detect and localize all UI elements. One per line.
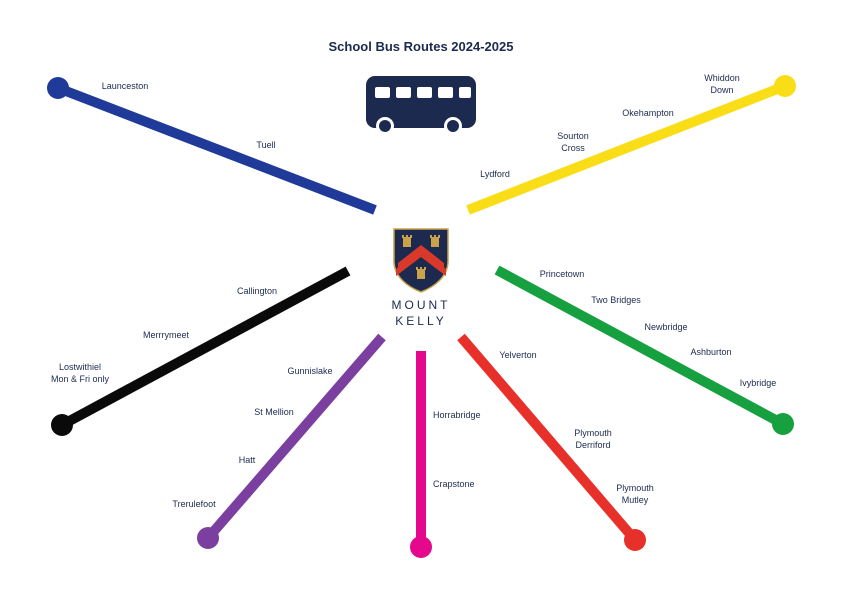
stop-label: Yelverton — [499, 350, 537, 360]
stop-label: Gunnislake — [287, 366, 333, 376]
route-lostwithiel — [51, 266, 351, 436]
route-line — [59, 266, 351, 430]
stop-label: Lostwithiel Mon & Fri only — [50, 362, 110, 384]
stop-label: Tuell — [256, 140, 276, 150]
route-crapstone — [410, 351, 432, 558]
route-terminus-dot — [51, 414, 73, 436]
route-terminus-dot — [774, 75, 796, 97]
stop-label: Whiddon Down — [704, 73, 740, 95]
route-line — [457, 333, 639, 544]
route-terminus-dot — [197, 527, 219, 549]
stop-label: Plymouth Derriford — [574, 428, 612, 450]
route-terminus-dot — [772, 413, 794, 435]
stop-label: Ivybridge — [739, 378, 777, 388]
school-crest-icon — [393, 228, 449, 293]
route-line — [466, 81, 787, 215]
stop-label: Crapstone — [433, 479, 475, 489]
routes-layer — [47, 75, 796, 558]
route-plymouth-mutley — [457, 333, 646, 551]
route-line — [56, 83, 377, 215]
route-launceston — [47, 77, 377, 215]
route-line — [494, 265, 786, 429]
stop-label: Two Bridges — [591, 295, 641, 305]
stop-label: Okehampton — [622, 108, 674, 118]
stop-label: Hatt — [238, 455, 256, 465]
bus-icon — [366, 76, 476, 135]
stop-label: St Mellion — [254, 407, 294, 417]
stop-label: Newbridge — [644, 322, 688, 332]
school-name-line1: MOUNT — [391, 298, 451, 312]
stop-label: Launceston — [101, 81, 149, 91]
stop-label: Callington — [236, 286, 278, 296]
stop-label: Horrabridge — [433, 410, 481, 420]
route-ivybridge — [494, 265, 794, 435]
route-terminus-dot — [410, 536, 432, 558]
stop-label: Princetown — [539, 269, 585, 279]
stop-label: Lydford — [480, 169, 510, 179]
route-terminus-dot — [47, 77, 69, 99]
stop-label: Sourton Cross — [557, 131, 589, 153]
stop-label: Ashburton — [690, 347, 732, 357]
stop-label: Plymouth Mutley — [616, 483, 654, 505]
route-whiddon-down — [466, 75, 796, 215]
page-title: School Bus Routes 2024-2025 — [328, 39, 514, 54]
stop-label: Trerulefoot — [172, 499, 216, 509]
stop-label: Merrrymeet — [142, 330, 189, 340]
school-name-line2: KELLY — [395, 314, 447, 328]
route-line — [204, 333, 386, 542]
route-trerulefoot — [197, 333, 386, 549]
route-terminus-dot — [624, 529, 646, 551]
